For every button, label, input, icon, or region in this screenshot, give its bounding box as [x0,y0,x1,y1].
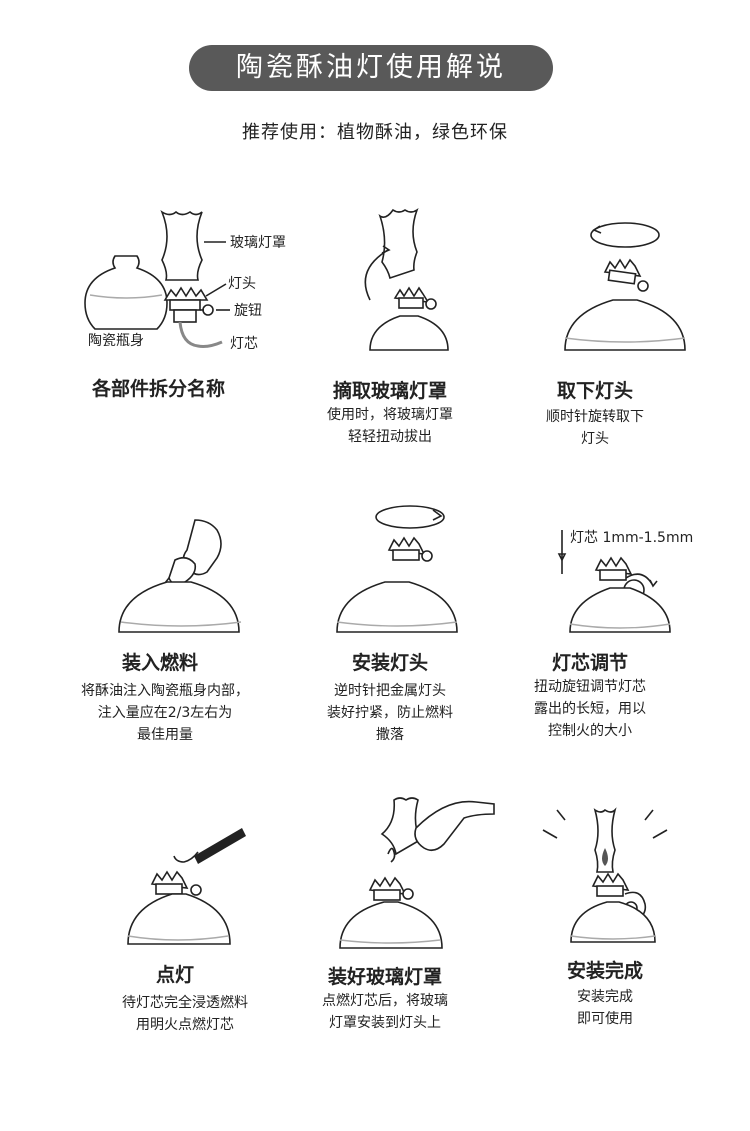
step-title: 装好玻璃灯罩 [327,966,442,988]
label-lamp-head: 灯头 [228,276,256,292]
step-desc: 将酥油注入陶瓷瓶身内部， 注入量应在2/3左右为 最佳用量 [81,683,249,743]
step-title: 摘取玻璃灯罩 [332,380,447,402]
adjust-wick-illustration: 灯芯 1mm-1.5mm [557,530,693,633]
step-complete: 安装完成 安装完成 即可使用 [495,790,745,1040]
page-title: 陶瓷酥油灯使用解说 [189,45,553,91]
label-wick: 灯芯 [230,336,258,352]
step-desc: 顺时针旋转取下 灯头 [546,409,644,447]
install-head-illustration [336,505,458,633]
step-desc: 扭动旋钮调节灯芯 露出的长短，用以 控制火的大小 [534,679,646,739]
install-cover-illustration [339,797,495,949]
parts-illustration: 玻璃灯罩 灯头 旋钮 灯芯 陶瓷瓶身 [84,210,286,352]
complete-illustration [542,807,668,943]
step-add-fuel: 装入燃料 将酥油注入陶瓷瓶身内部， 注入量应在2/3左右为 最佳用量 [45,510,295,750]
label-glass-cover: 玻璃灯罩 [230,234,286,251]
step-title: 灯芯调节 [551,652,628,674]
step-title: 取下灯头 [556,380,633,402]
label-bottle: 陶瓷瓶身 [88,333,144,349]
step-desc: 待灯芯完全浸透燃料 用明火点燃灯芯 [122,995,248,1033]
step-install-head: 安装灯头 逆时针把金属灯头 装好拧紧，防止燃料 撒落 [285,500,535,750]
step-title: 点灯 [155,964,194,986]
remove-head-illustration [564,222,686,351]
step-title: 各部件拆分名称 [92,378,226,400]
step-remove-cover: 摘取玻璃灯罩 使用时，将玻璃灯罩 轻轻扭动拔出 [265,200,515,460]
step-title: 装入燃料 [121,652,198,674]
step-desc: 安装完成 即可使用 [577,989,633,1027]
page-subtitle: 推荐使用：植物酥油，绿色环保 [242,122,508,143]
step-adjust-wick: 灯芯 1mm-1.5mm 灯芯调节 扭动旋钮调节灯芯 露出的长短，用以 控制火的… [500,520,750,760]
step-desc: 使用时，将玻璃灯罩 轻轻扭动拔出 [327,407,453,445]
label-knob: 旋钮 [234,303,262,319]
step-remove-head: 取下灯头 顺时针旋转取下 灯头 [485,200,735,460]
step-parts: 玻璃灯罩 灯头 旋钮 灯芯 陶瓷瓶身 各部件拆分名称 [60,200,330,420]
wick-length-label: 灯芯 1mm-1.5mm [570,530,693,546]
step-install-cover: 装好玻璃灯罩 点燃灯芯后，将玻璃 灯罩安装到灯头上 [290,780,540,1040]
add-fuel-illustration [118,519,242,633]
step-desc: 逆时针把金属灯头 装好拧紧，防止燃料 撒落 [327,683,453,743]
light-illustration [127,828,246,945]
step-light: 点灯 待灯芯完全浸透燃料 用明火点燃灯芯 [50,820,300,1040]
step-desc: 点燃灯芯后，将玻璃 灯罩安装到灯头上 [322,993,448,1031]
remove-cover-illustration [364,207,449,351]
step-title: 安装灯头 [351,652,428,674]
step-title: 安装完成 [566,960,643,982]
